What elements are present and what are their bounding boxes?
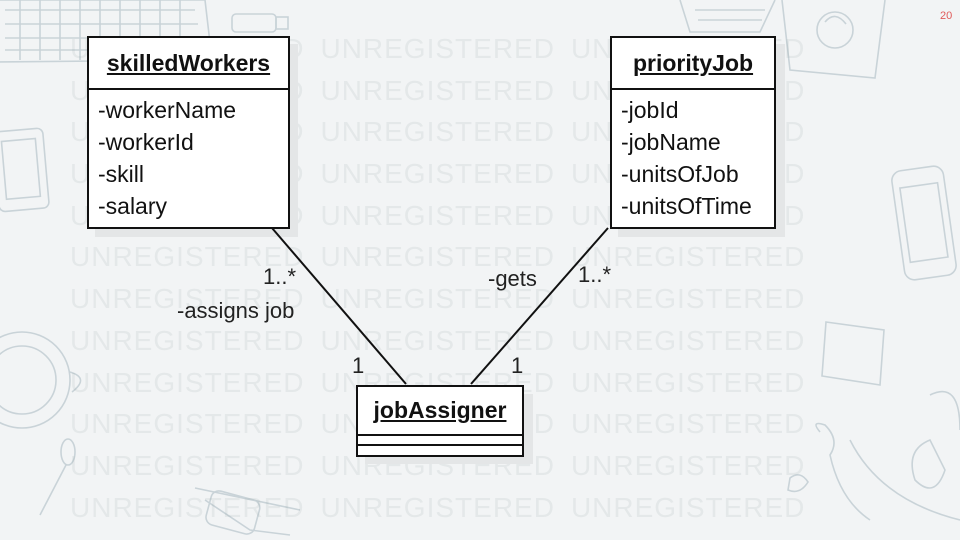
headphones-icon <box>787 390 960 521</box>
page-number: 20 <box>940 10 953 22</box>
attribute: -skill <box>98 161 144 187</box>
phone-icon <box>891 165 957 281</box>
tablet-sketch-icon <box>781 0 886 79</box>
class-job-assigner[interactable]: jobAssigner <box>356 385 524 457</box>
role-label: -gets <box>488 266 537 291</box>
tablet-icon <box>0 127 50 213</box>
class-name: skilledWorkers <box>89 38 288 90</box>
association-line-assigns-job <box>271 227 407 385</box>
coffee-cup-icon <box>0 331 82 429</box>
class-name: priorityJob <box>612 38 774 90</box>
multiplicity-label: 1 <box>511 353 524 378</box>
attribute: -jobName <box>621 129 721 155</box>
attribute: -unitsOfJob <box>621 161 739 187</box>
multiplicity-label: 1 <box>352 353 365 378</box>
attribute: -workerId <box>98 129 194 155</box>
spoon-icon <box>39 438 76 516</box>
sticky-note-icon <box>821 321 885 386</box>
attribute: -workerName <box>98 97 237 123</box>
attribute-list: -workerName -workerId -skill -salary <box>89 90 288 222</box>
multiplicity-label: 1..* <box>578 262 612 287</box>
multiplicity-label: 1..* <box>263 264 297 289</box>
glasses-icon <box>194 487 301 536</box>
usb-drive-icon <box>231 13 289 33</box>
class-skilled-workers[interactable]: skilledWorkers -workerName -workerId -sk… <box>87 36 290 229</box>
class-priority-job[interactable]: priorityJob -jobId -jobName -unitsOfJob … <box>610 36 776 229</box>
role-label: -assigns job <box>177 298 295 323</box>
attribute-compartment <box>358 436 522 446</box>
notebook-icon <box>679 0 776 33</box>
class-name: jobAssigner <box>358 387 522 436</box>
attribute-list: -jobId -jobName -unitsOfJob -unitsOfTime <box>612 90 774 222</box>
association-line-gets <box>470 227 609 385</box>
attribute: -unitsOfTime <box>621 193 752 219</box>
attribute: -salary <box>98 193 168 219</box>
attribute: -jobId <box>621 97 679 123</box>
